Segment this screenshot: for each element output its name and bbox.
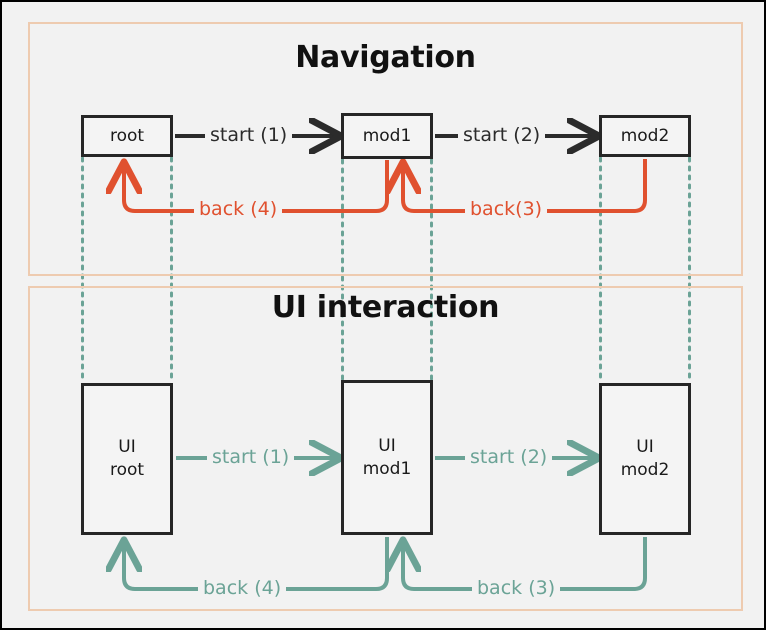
node-mod2[interactable]: mod2 [599, 115, 691, 157]
edge-label-nav-back4: back (4) [194, 198, 283, 220]
edge-label-ui-start2: start (2) [465, 446, 553, 468]
edge-label-ui-start1: start (1) [207, 446, 295, 468]
node-mod1[interactable]: mod1 [341, 113, 433, 159]
panel-navigation [28, 22, 743, 276]
panel-title-navigation: Navigation [295, 40, 476, 75]
edge-label-nav-back3: back(3) [465, 198, 548, 220]
node-ui-root-label-line1: UI [118, 437, 136, 458]
node-mod2-label: mod2 [620, 125, 670, 146]
node-ui-mod1-label-line1: UI [378, 435, 396, 456]
node-root-label: root [109, 125, 145, 146]
node-root[interactable]: root [81, 115, 173, 157]
node-mod1-label: mod1 [362, 125, 412, 146]
edge-label-ui-back3: back (3) [472, 577, 561, 599]
node-ui-root-label-line2: root [109, 460, 145, 480]
edge-label-nav-start1: start (1) [205, 124, 293, 146]
node-ui-root[interactable]: UI root [81, 383, 173, 535]
panel-ui-interaction [28, 286, 743, 611]
node-ui-mod1[interactable]: UI mod1 [341, 380, 433, 535]
node-ui-mod2[interactable]: UI mod2 [599, 383, 691, 535]
edge-label-ui-back4: back (4) [198, 577, 287, 599]
node-ui-mod2-label-line1: UI [636, 437, 654, 458]
edge-label-nav-start2: start (2) [458, 124, 546, 146]
panel-title-ui-interaction: UI interaction [271, 290, 500, 325]
node-ui-mod2-label-line2: mod2 [620, 460, 670, 480]
node-ui-mod1-label-line2: mod1 [362, 458, 412, 479]
